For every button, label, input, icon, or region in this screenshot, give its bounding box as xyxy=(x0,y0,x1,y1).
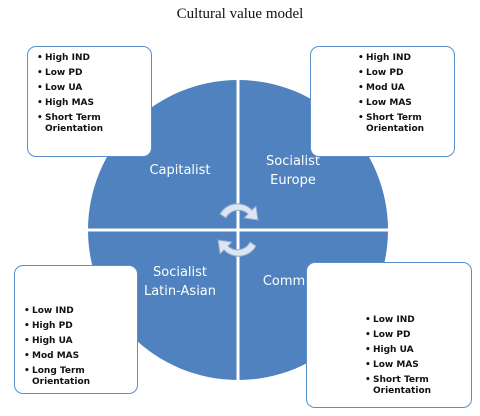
quadrant-label-socialist-latin-asian-line1: Socialist xyxy=(153,265,207,280)
attribute-item: High UA xyxy=(365,345,467,356)
attribute-item: Low IND xyxy=(24,306,133,317)
quadrant-label-socialist-europe-line2: Europe xyxy=(270,173,316,188)
attribute-item: Short Term xyxy=(365,375,467,386)
attribute-item: Mod MAS xyxy=(24,351,133,362)
cycle-arrows-icon xyxy=(217,203,259,257)
attributes-box-socialist-latin-asian: Low IND High PD High UA Mod MAS Long Ter… xyxy=(14,265,138,394)
attribute-item-continued: Orientation xyxy=(32,377,91,387)
attribute-item: Mod UA xyxy=(358,83,450,94)
attribute-item: High IND xyxy=(37,53,147,64)
quadrant-top-left xyxy=(88,80,238,230)
attribute-item: Low UA xyxy=(37,83,147,94)
attribute-item: Low PD xyxy=(37,68,147,79)
attributes-box-socialist-europe: High IND Low PD Mod UA Low MAS Short Ter… xyxy=(310,46,455,157)
attribute-item: High UA xyxy=(24,336,133,347)
quadrant-label-capitalist: Capitalist xyxy=(149,163,210,178)
attribute-item: Short Term xyxy=(358,113,450,124)
quadrant-label-socialist-latin-asian-line2: Latin-Asian xyxy=(144,284,216,299)
attribute-item: High MAS xyxy=(37,98,147,109)
attribute-item: Low PD xyxy=(358,68,450,79)
page-title: Cultural value model xyxy=(176,6,304,22)
attribute-item: High IND xyxy=(358,53,450,64)
attribute-item: Low MAS xyxy=(358,98,450,109)
attribute-item: Long Term xyxy=(24,366,133,377)
attribute-item-continued: Orientation xyxy=(366,124,425,134)
attribute-item-continued: Orientation xyxy=(45,124,104,134)
attribute-item: High PD xyxy=(24,321,133,332)
attribute-item: Low MAS xyxy=(365,360,467,371)
quadrant-label-socialist-europe-line1: Socialist xyxy=(266,154,320,169)
attributes-box-capitalist: High IND Low PD Low UA High MAS Short Te… xyxy=(27,46,152,157)
attribute-item: Low IND xyxy=(365,315,467,326)
attribute-item-continued: Orientation xyxy=(373,386,432,396)
attributes-box-communist: Low IND Low PD High UA Low MAS Short Ter… xyxy=(306,262,472,408)
attribute-item: Short Term xyxy=(37,113,147,124)
attribute-item: Low PD xyxy=(365,330,467,341)
